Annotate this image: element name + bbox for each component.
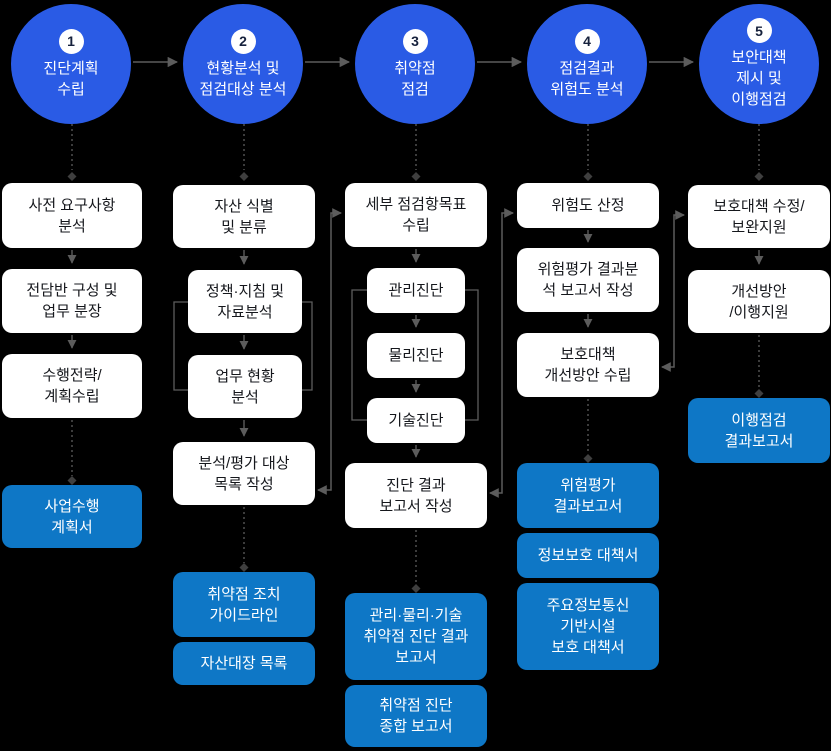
step-box: 관리진단: [367, 268, 465, 313]
output-box: 취약점 조치 가이드라인: [173, 572, 315, 637]
phase-label: 현황분석 및 점검대상 분석: [199, 59, 287, 98]
phase-number-badge: 5: [746, 18, 772, 43]
output-box: 취약점 진단 종합 보고서: [345, 685, 487, 747]
phase-circle-5: 5 보안대책 제시 및 이행점검: [699, 4, 819, 124]
phase-number-badge: 1: [58, 28, 84, 54]
output-box: 자산대장 목록: [173, 642, 315, 685]
step-box: 정책·지침 및 자료분석: [188, 270, 302, 333]
phase-number-badge: 2: [230, 28, 256, 54]
step-box: 업무 현황 분석: [188, 355, 302, 418]
phase-stem-dotted-lines: [71, 124, 760, 170]
step-box: 진단 결과 보고서 작성: [345, 463, 487, 528]
step-box: 전담반 구성 및 업무 분장: [2, 269, 142, 333]
phase-circle-1: 1 진단계획 수립: [11, 4, 131, 124]
step-box: 세부 점검항목표 수립: [345, 183, 487, 247]
step-box: 위험평가 결과분 석 보고서 작성: [517, 248, 659, 312]
phase-label: 보안대책 제시 및 이행점검: [731, 49, 787, 108]
phase-circle-3: 3 취약점 점검: [355, 4, 475, 124]
output-box: 이행점검 결과보고서: [688, 398, 830, 463]
output-box: 위험평가 결과보고서: [517, 463, 659, 528]
output-box: 주요정보통신 기반시설 보호 대책서: [517, 583, 659, 670]
step-box: 보호대책 수정/ 보완지원: [688, 185, 830, 248]
step-box: 개선방안 /이행지원: [688, 270, 830, 333]
step-box: 분석/평가 대상 목록 작성: [173, 442, 315, 505]
output-box: 정보보호 대책서: [517, 533, 659, 578]
step-box: 수행전략/ 계획수립: [2, 354, 142, 418]
phase-label: 점검결과 위험도 분석: [550, 59, 624, 98]
output-box: 관리·물리·기술 취약점 진단 결과 보고서: [345, 593, 487, 680]
phase-label: 진단계획 수립: [43, 59, 99, 98]
phase-circle-4: 4 점검결과 위험도 분석: [527, 4, 647, 124]
phase-circle-2: 2 현황분석 및 점검대상 분석: [183, 4, 303, 124]
step-box: 기술진단: [367, 398, 465, 443]
phase-label: 취약점 점검: [394, 59, 436, 98]
step-box: 사전 요구사항 분석: [2, 183, 142, 248]
output-box: 사업수행 계획서: [2, 485, 142, 548]
phase-number-badge: 4: [574, 28, 600, 54]
step-box: 위험도 산정: [517, 183, 659, 228]
step-box: 물리진단: [367, 333, 465, 378]
step-box: 자산 식별 및 분류: [173, 185, 315, 248]
phase-number-badge: 3: [402, 28, 428, 54]
step-box: 보호대책 개선방안 수립: [517, 333, 659, 397]
